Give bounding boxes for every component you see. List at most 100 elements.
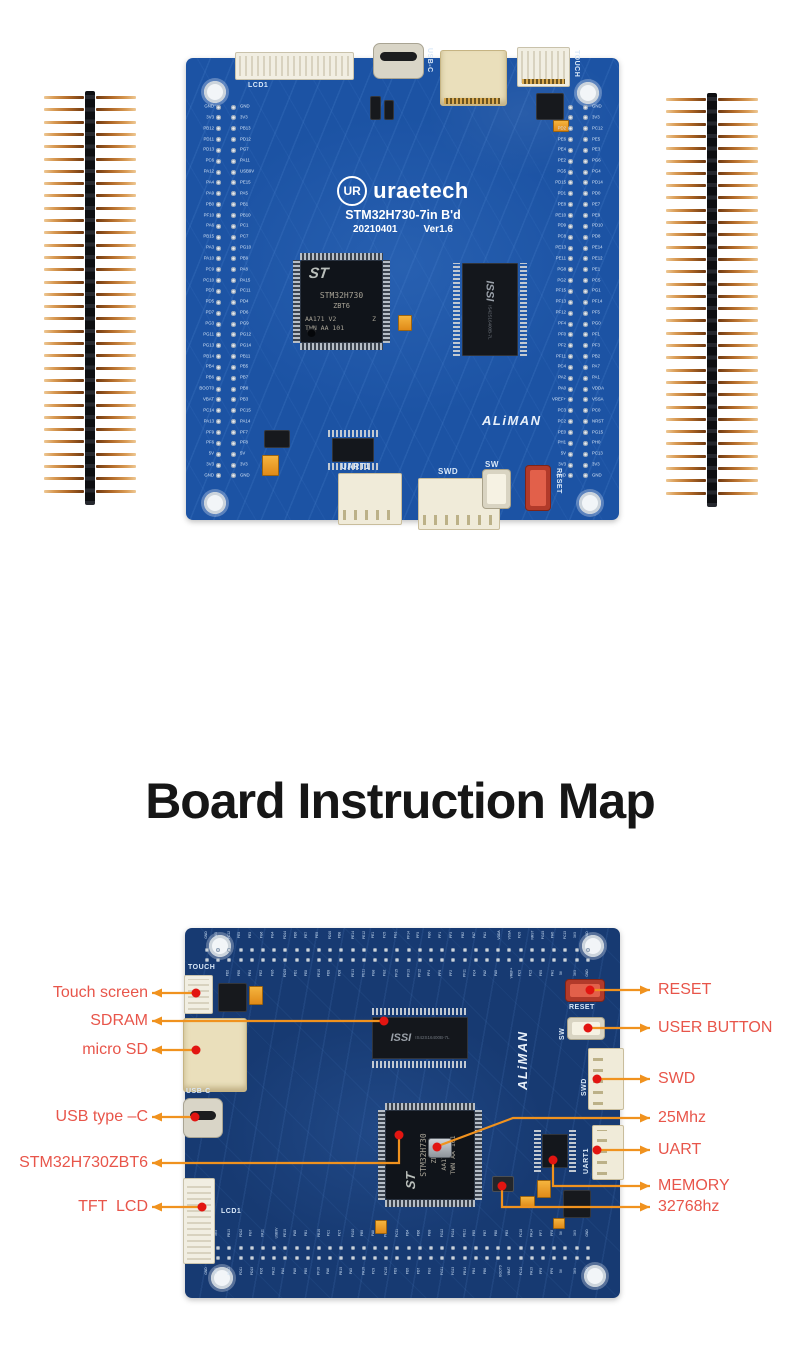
capacitor xyxy=(537,1180,551,1198)
header-pin xyxy=(718,417,758,421)
pin-label: PE3 xyxy=(248,931,253,939)
pin-label: PC4 xyxy=(557,365,566,370)
pin-label: GND xyxy=(585,1267,590,1275)
brand-monogram: UR xyxy=(337,176,368,206)
pin-label: PD0 xyxy=(592,191,601,196)
lcd-fpc-connector xyxy=(235,52,354,80)
touch-fpc-connector xyxy=(517,47,570,87)
pin-column: GND GND xyxy=(585,1228,592,1276)
pin-pad xyxy=(395,1256,400,1260)
pin-pad xyxy=(231,256,236,262)
header-pin xyxy=(96,145,136,149)
pin-pad xyxy=(317,948,321,952)
pin-label: PB6 xyxy=(484,1267,488,1275)
pin-label: PA10 xyxy=(203,256,214,262)
connector-slots xyxy=(593,1053,603,1105)
pin-label: GND xyxy=(585,1229,590,1237)
pin-label: PC4 xyxy=(472,969,477,977)
pin-label: PB9 xyxy=(240,256,249,262)
pin-pad xyxy=(395,948,400,952)
pin-label: PE12 xyxy=(362,930,366,940)
header-pin xyxy=(96,354,136,358)
pin-pad xyxy=(417,1256,422,1260)
pin-pad xyxy=(231,462,236,468)
pin-pad xyxy=(350,948,355,952)
pin-pad xyxy=(294,958,299,962)
pin-label: 5V xyxy=(560,1230,564,1236)
pin-label: PG6 xyxy=(592,159,601,164)
pin-pad xyxy=(339,1246,344,1250)
pin-pad xyxy=(541,958,545,962)
pin-pad xyxy=(216,256,221,262)
pin-pad xyxy=(384,958,389,962)
header-pin xyxy=(666,98,706,101)
header-pin xyxy=(96,219,136,222)
pin-pad xyxy=(583,137,588,143)
header-pin xyxy=(44,477,84,481)
pin-label: PG5 xyxy=(271,969,275,977)
pin-pad xyxy=(339,948,344,952)
pin-pad xyxy=(518,948,523,952)
pin-label: PB0 xyxy=(304,1267,309,1275)
pin-pad xyxy=(328,948,333,952)
pin-pad xyxy=(462,1256,467,1260)
pin-pad xyxy=(568,202,573,208)
header-pin xyxy=(96,489,136,493)
pin-label: GND xyxy=(204,473,214,479)
touch-controller-ic xyxy=(536,93,564,120)
pin-label: PF7 xyxy=(539,1229,544,1237)
pin-pad xyxy=(384,948,389,952)
label-user-button: USER BUTTON xyxy=(658,1019,773,1036)
pin-label: PC1 xyxy=(240,224,249,229)
pin-pad xyxy=(216,126,221,132)
pin-label: PD12 xyxy=(240,137,251,142)
chip-pins xyxy=(475,1110,482,1200)
pin-label: PG5 xyxy=(557,169,566,175)
header-pin xyxy=(718,467,758,470)
pin-label: PF8 xyxy=(551,1229,555,1237)
header-pin xyxy=(44,194,84,198)
pin-label: PA11 xyxy=(240,159,250,164)
capacitor xyxy=(398,315,412,331)
header-pin xyxy=(666,184,706,188)
pin-pad xyxy=(283,948,288,952)
pin-label: PC6 xyxy=(205,159,214,164)
pin-label: PG4 xyxy=(271,931,275,939)
label-touch-screen: Touch screen xyxy=(52,984,148,1001)
pin-pad xyxy=(552,958,557,962)
maker-silk: ALiMAN xyxy=(482,413,542,428)
pin-pad xyxy=(216,223,221,229)
pin-pad xyxy=(249,1246,254,1250)
pin-pad xyxy=(568,440,573,446)
mcu-marking-1: STM32H730 xyxy=(319,291,364,300)
pin-pad xyxy=(583,473,588,479)
pin-label: PG9 xyxy=(428,1229,432,1237)
pin-pad xyxy=(205,948,209,952)
pin-label: PC13 xyxy=(592,452,603,457)
pin-column: PA15PC10 xyxy=(384,1228,390,1276)
chip-pins xyxy=(300,343,383,350)
header-pin xyxy=(96,255,136,259)
header-pin xyxy=(666,393,706,397)
